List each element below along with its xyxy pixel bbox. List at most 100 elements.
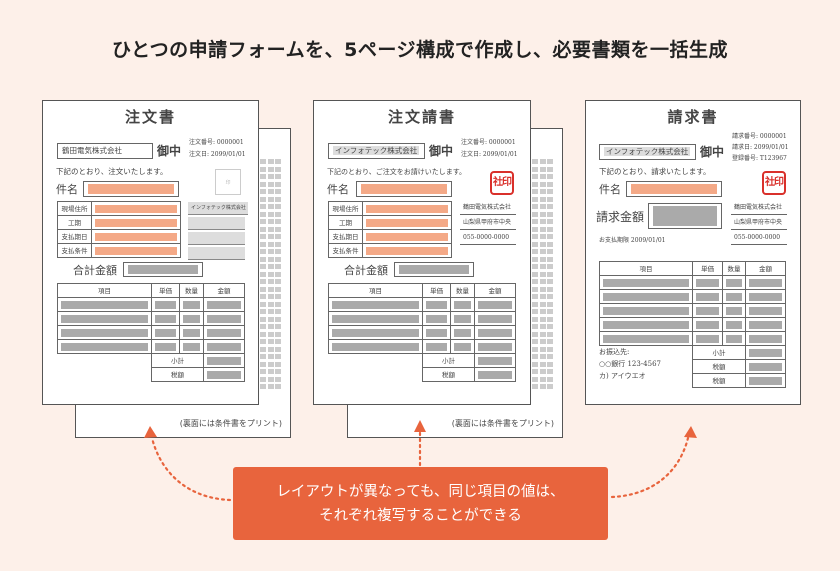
dot [539,331,546,337]
table-row: 工期 [328,215,452,230]
dot [532,309,538,314]
dot [547,369,553,374]
dot [267,331,274,337]
dot [532,354,538,359]
dot [275,204,281,209]
dot [267,294,274,299]
subject-label: 件名 [599,183,621,196]
table-header: 項目単価数量金額 [57,283,245,298]
table-row: 現場住所 [328,201,452,216]
dot [267,226,274,232]
dot [539,181,546,187]
dot [532,234,538,239]
table-row: 税額 [58,367,245,382]
table-row [328,325,516,340]
table-row [57,311,245,326]
dot [539,204,546,209]
table-row: 税額 [329,367,516,382]
dot [275,174,281,179]
subject-label: 件名 [327,183,349,196]
table-row: 支払期日 [328,229,452,244]
dot [267,279,274,284]
dot [267,376,274,382]
dot [532,376,538,382]
dot [547,189,553,194]
dot [532,316,538,322]
dot [260,204,266,209]
side-company: インフォテック株式会社 [188,202,248,215]
table-row: 小計 [329,353,516,368]
dot [539,166,546,172]
dot [547,339,553,344]
dot [532,279,538,284]
dot [260,159,266,164]
items-table: 項目単価数量金額 小計 税額 [328,283,516,382]
dot [267,301,274,307]
headline: ひとつの申請フォームを、5ページ構成で作成し、必要書類を一括生成 [112,39,728,61]
dot [532,294,538,299]
bank-label: お振込先: [599,348,630,356]
dot [532,249,538,254]
dot [260,241,266,247]
dot [267,316,274,322]
intro-text: 下記のとおり、注文いたします。 [56,167,168,176]
dot [260,309,266,314]
dot [547,309,553,314]
meta-date: 請求日: 2099/01/01 [732,144,789,151]
dot [260,384,266,389]
subject-field [626,181,722,197]
dot [539,226,546,232]
company-stamp: 社印 [490,171,514,195]
dot [267,181,274,187]
subject-field [356,181,452,197]
table-row: 税額 [600,373,786,388]
dot [267,271,274,277]
dot [275,219,281,224]
dot [547,181,553,187]
dot [275,286,281,292]
dot [539,189,546,194]
dot [539,279,546,284]
table-row: 支払条件 [328,243,452,258]
onchu-label: 御中 [157,144,182,158]
doc-title: 注文請書 [387,108,456,126]
dot [539,211,546,217]
dot [260,301,266,307]
dot [275,249,281,254]
dot [532,286,538,292]
dot [547,286,553,292]
dot [547,226,553,232]
dot [267,256,274,262]
dot [275,264,281,269]
back-note: (裏面には条件書をプリント) [179,419,282,428]
dot [539,301,546,307]
dot [267,346,274,352]
dot [547,196,553,202]
dot-pattern [260,159,281,389]
dot [260,219,266,224]
dot [267,211,274,217]
account-holder: カ) アイウエオ [599,372,646,380]
dot [532,219,538,224]
dot [260,369,266,374]
dot [539,361,546,367]
arrow-right [610,436,690,499]
due-date: お支払期限 2009/01/01 [599,237,666,244]
dot [547,271,553,277]
dot [275,294,281,299]
table-row: 現場住所 [57,201,181,216]
dot [267,189,274,194]
dot [275,346,281,352]
dot [260,174,266,179]
dot [539,264,546,269]
dot [260,324,266,329]
total-field [394,262,474,277]
dot [267,369,274,374]
dot [539,346,546,352]
dot [547,256,553,262]
side-address: 山梨県甲府市中央 [731,217,787,230]
arrowhead-left [144,426,157,438]
dot [539,376,546,382]
dot [532,346,538,352]
dot [267,234,274,239]
